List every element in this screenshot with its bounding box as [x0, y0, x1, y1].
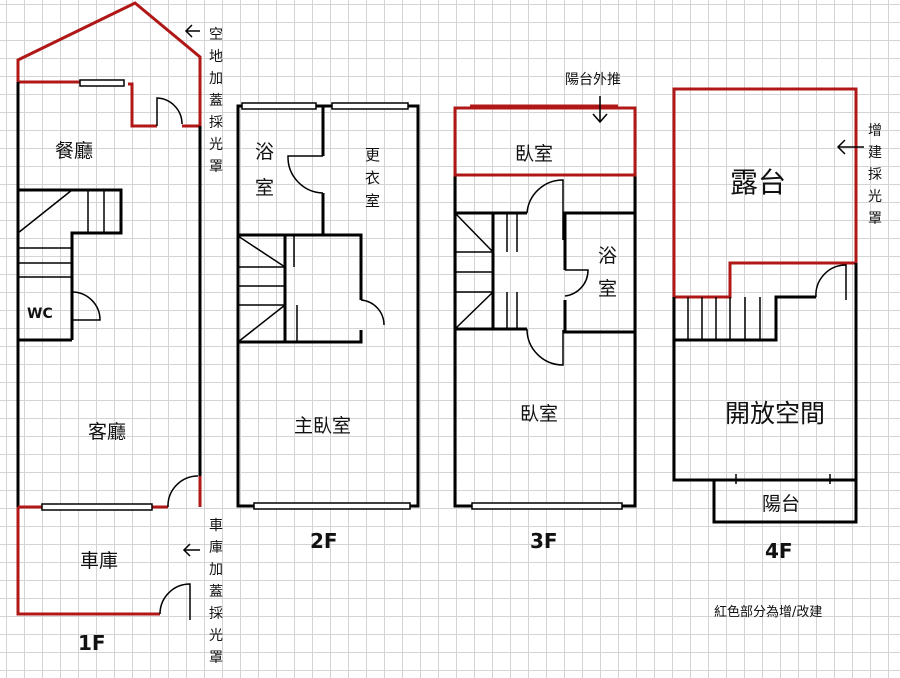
- svg-text:地: 地: [209, 49, 223, 65]
- door: [287, 155, 324, 194]
- room-open-space: 開放空間: [725, 399, 825, 428]
- svg-text:採: 採: [868, 167, 882, 183]
- wall: [674, 295, 816, 342]
- door: [71, 291, 101, 321]
- room-bedroom-front: 臥室: [515, 143, 553, 165]
- balcony-wall: [712, 480, 858, 524]
- stairs-2f: [237, 233, 363, 344]
- stairs-3f: [454, 211, 527, 331]
- svg-text:罩: 罩: [868, 211, 882, 227]
- floor-label-3f: 3F: [530, 529, 558, 553]
- annotation-1f-garage-skylight: 車 庫 加 蓋 採 光 罩: [209, 517, 223, 666]
- floor-3f: 臥室 浴 室 臥室 陽台外推 3F: [453, 72, 637, 553]
- room-wc: WC: [27, 306, 53, 322]
- room-bedroom-rear: 臥室: [520, 403, 558, 425]
- door: [815, 264, 847, 300]
- stairs-4f: [687, 297, 761, 340]
- floor-label-1f: 1F: [78, 631, 106, 655]
- annotation-1f-top-skylight: 空 地 加 蓋 採 光 罩: [209, 27, 223, 175]
- svg-text:蓋: 蓋: [209, 93, 223, 109]
- svg-text:蓋: 蓋: [209, 584, 223, 600]
- svg-text:庫: 庫: [209, 539, 223, 556]
- window: [471, 502, 623, 510]
- svg-text:罩: 罩: [209, 650, 223, 666]
- floor-1f: 餐廳 WC 客廳 車庫 1F: [16, 1, 202, 655]
- arrow-down-icon: [592, 113, 608, 124]
- floor-2f: 浴 室 更 衣 室 主臥室 2F: [236, 102, 420, 553]
- arrow-left-icon: [184, 24, 200, 38]
- svg-text:光: 光: [209, 628, 223, 644]
- door: [167, 475, 199, 508]
- room-garage: 車庫: [80, 550, 118, 572]
- svg-text:加: 加: [209, 71, 223, 87]
- annotation-balcony-extended: 陽台外推: [565, 72, 621, 88]
- room-balcony: 陽台: [762, 493, 800, 515]
- room-bath-char: 室: [255, 177, 274, 199]
- wall: [563, 300, 635, 334]
- stairs-1f: [17, 188, 123, 340]
- window: [79, 79, 125, 87]
- svg-text:採: 採: [209, 606, 223, 622]
- arrow-left-icon: [836, 139, 864, 155]
- annotation-4f-skylight: 增 建 採 光 罩: [868, 123, 882, 227]
- room-bath-char: 室: [598, 278, 617, 300]
- svg-text:空: 空: [209, 27, 223, 43]
- svg-text:加: 加: [209, 562, 223, 578]
- door: [360, 299, 385, 326]
- wall: [672, 263, 858, 482]
- floor-label-2f: 2F: [310, 529, 338, 553]
- svg-text:車: 車: [209, 517, 223, 534]
- skylight-outline-1f-top: [16, 1, 202, 126]
- room-bath-char: 浴: [598, 245, 617, 267]
- room-bath-char: 浴: [255, 141, 274, 163]
- room-living: 客廳: [88, 421, 126, 443]
- legend-note: 紅色部分為增/改建: [714, 604, 822, 620]
- room-terrace: 露台: [730, 166, 786, 199]
- wall: [453, 175, 637, 508]
- window: [41, 503, 153, 511]
- svg-text:建: 建: [868, 145, 882, 161]
- room-dining: 餐廳: [55, 140, 93, 162]
- window: [331, 102, 409, 110]
- arrow-left-icon: [182, 543, 200, 557]
- window: [241, 102, 317, 110]
- door: [564, 269, 589, 297]
- room-master-bedroom: 主臥室: [294, 415, 351, 437]
- room-closet-char: 室: [365, 192, 380, 210]
- wall: [236, 104, 420, 508]
- door: [526, 328, 564, 366]
- bedroom-extension-red: [453, 106, 637, 177]
- svg-text:增: 增: [868, 123, 882, 139]
- floor-label-4f: 4F: [765, 539, 793, 563]
- garage-red-wall: [16, 507, 160, 616]
- window: [253, 502, 411, 510]
- room-closet-char: 更: [365, 146, 380, 164]
- door: [156, 97, 183, 126]
- red-wall: [128, 82, 157, 128]
- svg-text:採: 採: [209, 115, 223, 131]
- svg-text:光: 光: [868, 189, 882, 205]
- door: [526, 179, 564, 240]
- door: [159, 583, 191, 620]
- wall: [563, 211, 635, 270]
- floor-4f: 露台 開放空間 陽台 4F 紅色部分為增/改建: [672, 87, 858, 620]
- svg-text:罩: 罩: [209, 159, 223, 175]
- room-closet-char: 衣: [365, 169, 380, 187]
- svg-text:光: 光: [209, 137, 223, 153]
